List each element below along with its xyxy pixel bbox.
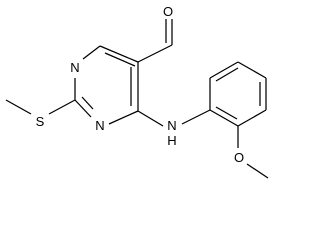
methoxy-group: O: [234, 126, 269, 179]
bond-b2-b3: [209, 61, 239, 79]
bond-c2-n3: [74, 99, 92, 118]
bond-b3-b4: [237, 61, 267, 79]
aldehyde-oxygen-label: O: [163, 4, 173, 19]
bond-c6-n1: [82, 45, 101, 60]
bond-c2-s: [48, 99, 76, 115]
bond-c6-c5: [99, 45, 139, 63]
bond-o-ch3: [246, 163, 269, 179]
bond-b6-b1: [209, 109, 239, 127]
aldehyde-group: O: [137, 4, 173, 63]
bond-c2-n3-double: [81, 96, 94, 110]
sulfur-label: S: [36, 114, 45, 129]
bond-c6-c5-double: [104, 52, 136, 67]
amine-linker: N H: [137, 109, 211, 148]
bond-n3-c4: [108, 110, 139, 125]
bond-nh-aryl: [181, 109, 211, 125]
chemical-structure-diagram: O S N N N H O: [5, 4, 269, 179]
bond-c4-nh: [137, 110, 164, 127]
ring-nitrogen-bottom-label: N: [95, 118, 104, 133]
amine-hydrogen-label: H: [167, 133, 176, 148]
bond-s-ch3: [5, 99, 32, 115]
methoxy-oxygen-label: O: [234, 150, 244, 165]
pyrimidine-ring: [74, 45, 139, 125]
methylthio-group: S: [5, 99, 76, 129]
bond-c5-cho: [137, 44, 173, 63]
bond-b2-b3-double: [215, 67, 239, 82]
bond-b5-b6: [237, 109, 267, 127]
bond-b6-b1-double: [215, 106, 238, 120]
ring-nitrogen-top-label: N: [70, 60, 79, 75]
benzene-ring: [209, 61, 267, 127]
amine-nitrogen-label: N: [167, 118, 176, 133]
